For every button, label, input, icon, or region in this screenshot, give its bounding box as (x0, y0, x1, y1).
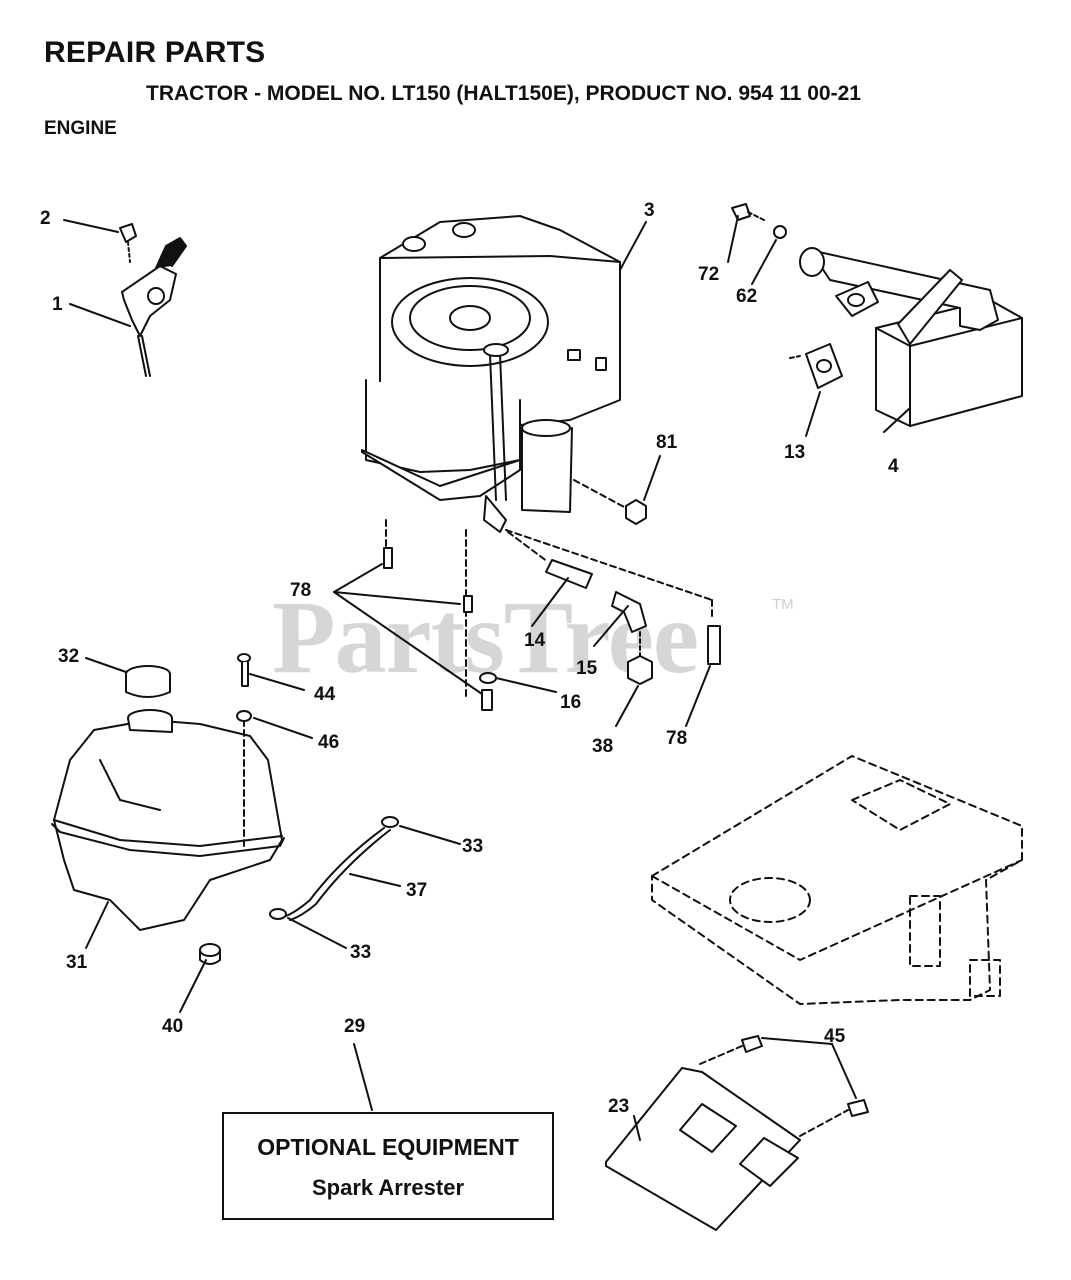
callout-38: 38 (592, 736, 614, 757)
callout-29: 29 (344, 1016, 366, 1037)
callout-45: 45 (824, 1026, 846, 1047)
callout-2: 2 (40, 208, 51, 229)
callout-81: 81 (656, 432, 678, 453)
spark-arrester-part[interactable] (605, 1035, 869, 1231)
lock-washer-part[interactable] (773, 225, 787, 239)
grommet-part[interactable] (199, 943, 221, 965)
drain-cap-part[interactable] (627, 631, 653, 685)
frame-reference (651, 755, 1023, 1005)
throttle-control-part[interactable] (119, 223, 187, 377)
spark-arrester-label: Spark Arrester (311, 1175, 465, 1200)
nut-part[interactable] (573, 479, 647, 525)
fuel-tank-part[interactable] (51, 709, 285, 931)
optional-equipment-box: OPTIONAL EQUIPMENT Spark Arrester (222, 1112, 554, 1220)
section-heading: ENGINE (44, 118, 117, 139)
callout-16: 16 (560, 692, 582, 713)
washer-part[interactable] (479, 672, 497, 684)
model-subtitle: TRACTOR - MODEL NO. LT150 (HALT150E), PR… (146, 82, 861, 105)
fuel-cap-part[interactable] (125, 665, 171, 698)
callout-23: 23 (608, 1096, 630, 1117)
optional-equipment-title: OPTIONAL EQUIPMENT (257, 1134, 519, 1160)
muffler-part[interactable] (799, 247, 1023, 427)
callout-15: 15 (576, 658, 598, 679)
callout-3: 3 (644, 200, 655, 221)
drain-pipe-part[interactable] (507, 531, 593, 589)
engine-part[interactable] (361, 215, 621, 533)
callout-37: 37 (406, 880, 428, 901)
tank-washer-part[interactable] (236, 710, 252, 722)
callout-78-right: 78 (666, 728, 688, 749)
callout-62: 62 (736, 286, 758, 307)
watermark-tm: TM (772, 596, 794, 613)
leader-lines (63, 215, 911, 1141)
callout-40: 40 (162, 1016, 184, 1037)
hose-clamp-part[interactable] (269, 816, 399, 920)
exhaust-gasket-part[interactable] (789, 343, 843, 389)
exhaust-bolt-part[interactable] (731, 203, 765, 221)
callout-32: 32 (58, 646, 80, 667)
callout-78-left: 78 (290, 580, 312, 601)
page-title: REPAIR PARTS (44, 36, 266, 69)
callout-13: 13 (784, 442, 806, 463)
callout-14: 14 (524, 630, 546, 651)
callout-72: 72 (698, 264, 720, 285)
callout-33-bottom: 33 (350, 942, 372, 963)
callout-1: 1 (52, 294, 63, 315)
fuel-line-part[interactable] (285, 827, 391, 921)
engine-bolt-part[interactable] (383, 519, 721, 711)
drain-elbow-part[interactable] (611, 591, 647, 633)
tank-screw-part[interactable] (237, 653, 251, 687)
callout-33-top: 33 (462, 836, 484, 857)
callout-44: 44 (314, 684, 336, 705)
callout-46: 46 (318, 732, 340, 753)
callout-4: 4 (888, 456, 899, 477)
callout-31: 31 (66, 952, 88, 973)
